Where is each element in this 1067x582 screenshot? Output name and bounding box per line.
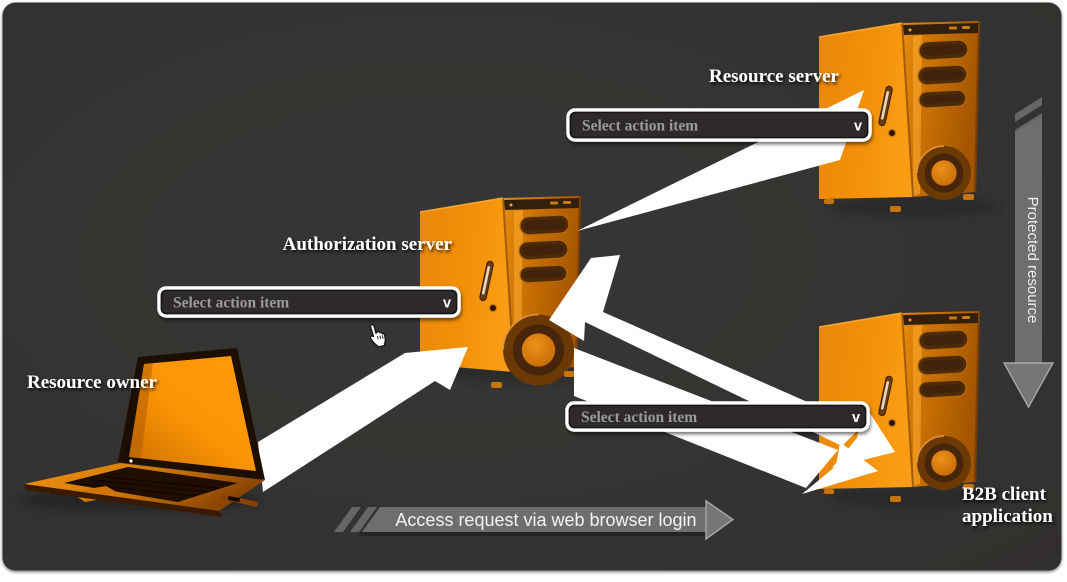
svg-text:Select action item: Select action item (581, 409, 697, 426)
svg-text:v: v (443, 296, 451, 312)
svg-text:Select action item: Select action item (582, 118, 698, 135)
svg-text:Authorization server: Authorization server (283, 234, 453, 255)
svg-text:Resource server: Resource server (709, 66, 840, 87)
svg-text:v: v (854, 119, 862, 135)
svg-text:Access request via web browser: Access request via web browser login (395, 510, 696, 530)
svg-text:v: v (852, 410, 860, 426)
svg-text:B2B client: B2B client (962, 484, 1047, 505)
svg-text:Select action item: Select action item (173, 295, 289, 312)
svg-text:Resource owner: Resource owner (27, 372, 158, 393)
svg-text:Protected resource: Protected resource (1024, 197, 1041, 324)
svg-text:application: application (962, 506, 1053, 527)
